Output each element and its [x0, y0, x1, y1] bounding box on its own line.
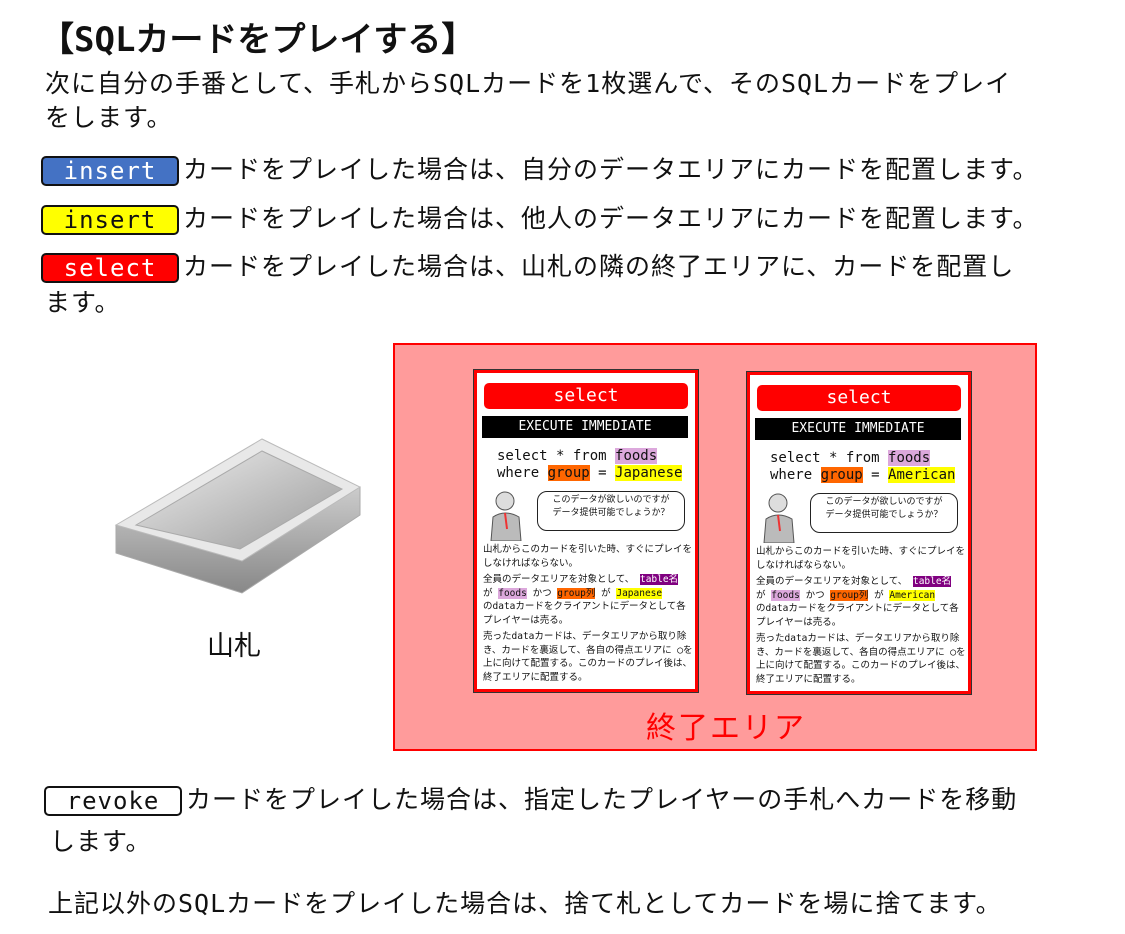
- t: が: [868, 589, 890, 601]
- speech-bubble: このデータが欲しいのですがデータ提供可能でしょうか？: [537, 491, 685, 531]
- page-title: 【SQLカードをプレイする】: [40, 20, 476, 60]
- sql-text: where: [770, 467, 821, 483]
- businessman-icon: [490, 491, 522, 541]
- revoke-badge: revoke: [44, 786, 182, 816]
- t: が: [595, 587, 617, 599]
- sql-text: =: [589, 465, 616, 481]
- t: group列: [557, 587, 596, 599]
- sql-column: group: [820, 467, 863, 483]
- t: が: [756, 589, 772, 601]
- rule-text: カードをプレイした場合は、山札の隣の終了エリアに、カードを配置し: [183, 252, 1015, 281]
- bubble-text: データ提供可能でしょうか？: [552, 508, 670, 518]
- businessman-icon: [763, 493, 795, 543]
- t: が: [483, 587, 499, 599]
- t: のdataカードをクライアントにデータとして各プレイヤーは売る。: [756, 603, 959, 628]
- card-description: 山札からこのカードを引いた時、すぐにプレイをしなければならない。 全員のデータエ…: [483, 543, 693, 687]
- t: かつ: [799, 589, 831, 601]
- rule-text: カードをプレイした場合は、自分のデータエリアにカードを配置します。: [183, 155, 1039, 184]
- t: かつ: [526, 587, 558, 599]
- intro-line-2: をします。: [45, 103, 173, 132]
- rule-revoke-cont: します。: [50, 827, 152, 856]
- t: table名: [639, 574, 679, 585]
- t: のdataカードをクライアントにデータとして各プレイヤーは売る。: [483, 601, 686, 626]
- rule-text: カードをプレイした場合は、指定したプレイヤーの手札へカードを移動: [186, 785, 1018, 814]
- sql-value: American: [888, 467, 956, 483]
- rule-select-cont: ます。: [45, 288, 121, 317]
- footer-note: 上記以外のSQLカードをプレイした場合は、捨て札としてカードを場に捨てます。: [48, 889, 1002, 918]
- end-area-label: 終了エリア: [646, 711, 806, 746]
- t: group列: [830, 589, 869, 601]
- desc-p2: 全員のデータエリアを対象として、 table名が foods かつ group列…: [756, 575, 966, 629]
- card-subheader: EXECUTE IMMEDIATE: [482, 416, 688, 438]
- card-subheader: EXECUTE IMMEDIATE: [755, 418, 961, 440]
- t: table名: [912, 576, 952, 587]
- rule-text: カードをプレイした場合は、他人のデータエリアにカードを配置します。: [183, 204, 1039, 233]
- card-header: select: [484, 383, 688, 409]
- desc-p1: 山札からこのカードを引いた時、すぐにプレイをしなければならない。: [756, 546, 966, 571]
- sql-text: where: [497, 465, 548, 481]
- t: American: [889, 589, 936, 601]
- bubble-text: データ提供可能でしょうか？: [825, 510, 943, 520]
- insert-badge-yellow: insert: [41, 205, 179, 235]
- select-badge: select: [41, 253, 179, 283]
- sql-text: select * from: [497, 448, 616, 464]
- bubble-text: このデータが欲しいのですが: [825, 497, 943, 507]
- t: 全員のデータエリアを対象として、: [756, 576, 913, 587]
- card-sql: select * from foods where group = America…: [770, 450, 956, 484]
- sql-table: foods: [888, 450, 931, 466]
- deck-label: 山札: [207, 631, 261, 662]
- desc-p3: 売ったdataカードは、データエリアから取り除き、カードを裏返して、各自の得点エ…: [756, 633, 966, 685]
- t: Japanese: [616, 587, 663, 599]
- sql-table: foods: [615, 448, 658, 464]
- t: foods: [498, 587, 527, 599]
- select-card-japanese: select EXECUTE IMMEDIATE select * from f…: [473, 369, 699, 693]
- t: foods: [771, 589, 800, 601]
- sql-text: select * from: [770, 450, 889, 466]
- intro-line-1: 次に自分の手番として、手札からSQLカードを1枚選んで、そのSQLカードをプレイ: [45, 69, 1012, 98]
- card-description: 山札からこのカードを引いた時、すぐにプレイをしなければならない。 全員のデータエ…: [756, 545, 966, 689]
- sql-column: group: [547, 465, 590, 481]
- card-header: select: [757, 385, 961, 411]
- desc-p2: 全員のデータエリアを対象として、 table名が foods かつ group列…: [483, 573, 693, 627]
- t: 全員のデータエリアを対象として、: [483, 574, 640, 585]
- insert-badge-blue: insert: [41, 156, 179, 186]
- sql-text: =: [862, 467, 889, 483]
- desc-p1: 山札からこのカードを引いた時、すぐにプレイをしなければならない。: [483, 544, 693, 569]
- speech-bubble: このデータが欲しいのですがデータ提供可能でしょうか？: [810, 493, 958, 533]
- card-sql: select * from foods where group = Japanes…: [497, 448, 683, 482]
- sql-value: Japanese: [615, 465, 683, 481]
- bubble-text: このデータが欲しいのですが: [552, 495, 670, 505]
- select-card-american: select EXECUTE IMMEDIATE select * from f…: [746, 371, 972, 695]
- desc-p3: 売ったdataカードは、データエリアから取り除き、カードを裏返して、各自の得点エ…: [483, 631, 693, 683]
- deck-icon: [114, 438, 362, 594]
